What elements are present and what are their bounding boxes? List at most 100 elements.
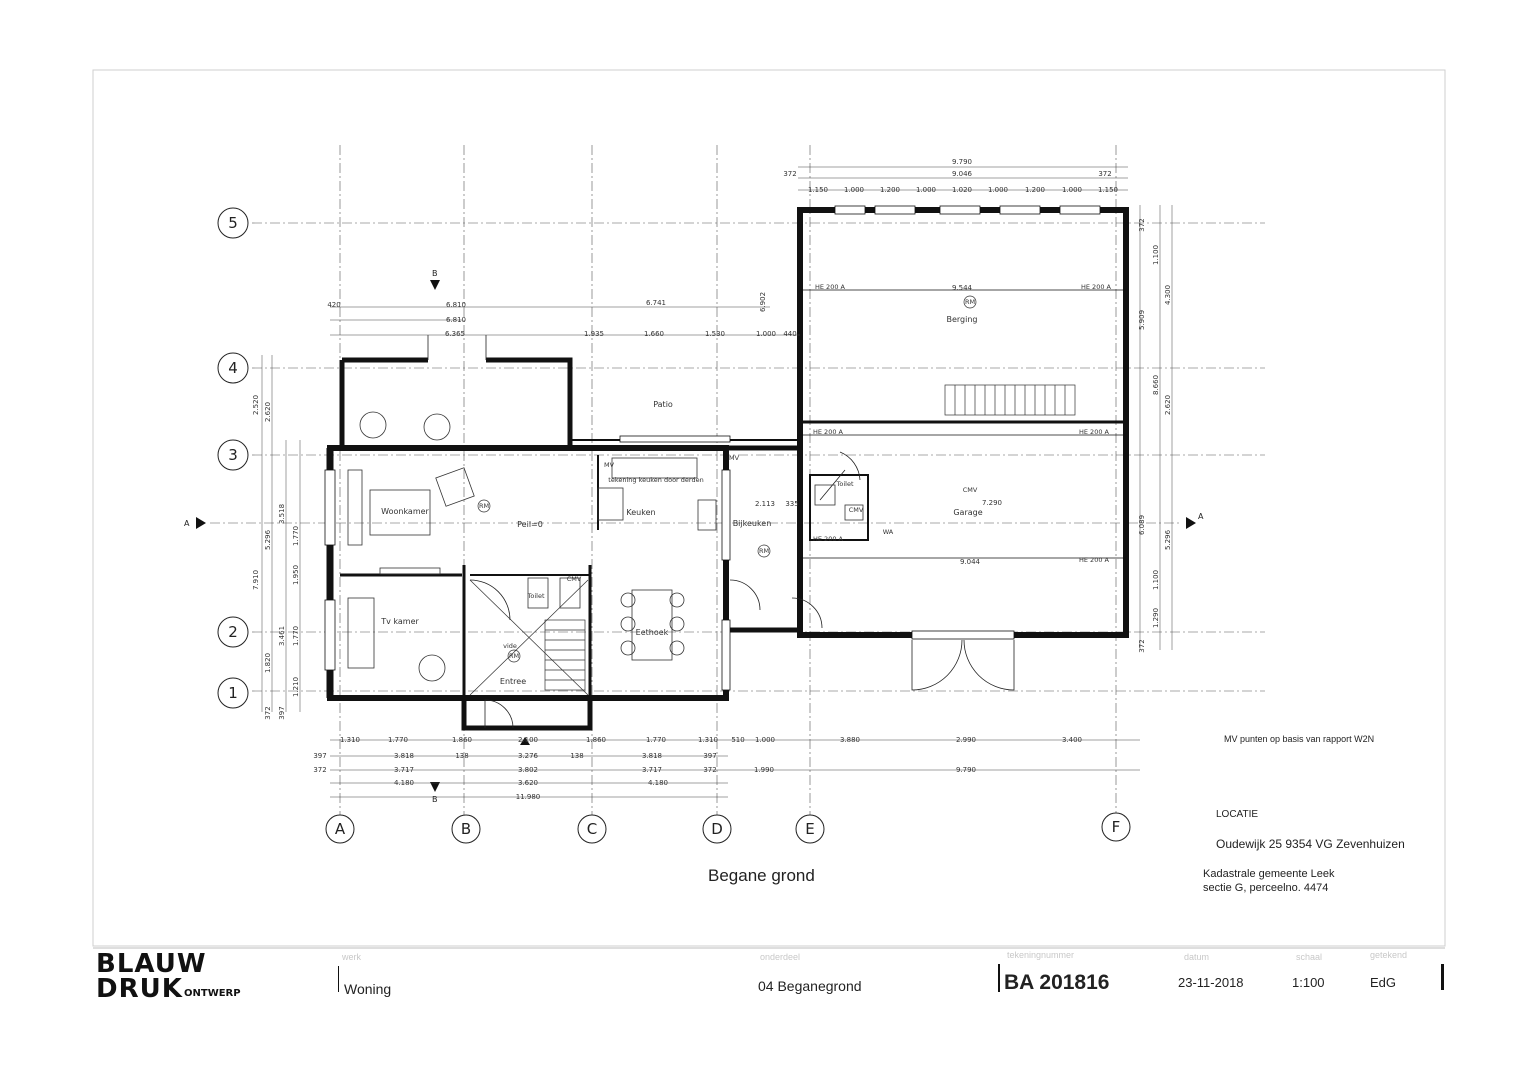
room-woonkamer: Woonkamer bbox=[381, 507, 429, 516]
getekend-value: EdG bbox=[1370, 975, 1397, 990]
mv-note: MV punten op basis van rapport W2N bbox=[1224, 734, 1375, 744]
svg-text:1.770: 1.770 bbox=[292, 526, 300, 546]
dimension-lines-bottom bbox=[330, 739, 1140, 798]
grid-row-2: 2 bbox=[228, 623, 238, 641]
section-marks: A A B B bbox=[184, 269, 1204, 804]
svg-text:6.089: 6.089 bbox=[1138, 515, 1146, 535]
room-vide: vide bbox=[503, 642, 517, 650]
garage-doors bbox=[427, 335, 1015, 729]
svg-text:2.990: 2.990 bbox=[956, 736, 976, 744]
svg-text:1.770: 1.770 bbox=[292, 626, 300, 646]
company-logo: BLAUW DRUK ONTWERP bbox=[96, 950, 241, 998]
svg-text:1.950: 1.950 bbox=[292, 565, 300, 585]
svg-text:9.544: 9.544 bbox=[952, 284, 973, 292]
werk-caption: werk bbox=[342, 952, 362, 962]
label-cmv-house: CMV bbox=[567, 575, 582, 583]
svg-text:440: 440 bbox=[783, 330, 796, 338]
furniture bbox=[347, 411, 864, 682]
grid-col-a: A bbox=[335, 820, 346, 838]
location-address: Oudewijk 25 9354 VG Zevenhuizen bbox=[1216, 837, 1405, 851]
svg-text:372: 372 bbox=[703, 766, 716, 774]
room-peil: Peil=0 bbox=[517, 520, 543, 529]
svg-text:4.300: 4.300 bbox=[1164, 285, 1172, 305]
room-entree: Entree bbox=[500, 677, 526, 686]
room-patio: Patio bbox=[653, 400, 673, 409]
dimension-text-left: 2.520 2.620 5.296 7.910 3.518 1.770 1.95… bbox=[252, 395, 300, 720]
svg-text:1.770: 1.770 bbox=[646, 736, 666, 744]
room-keuken: Keuken bbox=[626, 508, 655, 517]
svg-text:2.520: 2.520 bbox=[252, 395, 260, 415]
title-block: BLAUW DRUK ONTWERP werk Woning onderdeel… bbox=[92, 944, 1447, 1004]
room-toilet-garage: Toilet bbox=[835, 480, 853, 488]
dimension-lines-right bbox=[1139, 205, 1173, 650]
svg-text:1.860: 1.860 bbox=[586, 736, 606, 744]
svg-text:B: B bbox=[432, 795, 438, 804]
location-heading: LOCATIE bbox=[1216, 809, 1259, 820]
svg-text:HE 200 A: HE 200 A bbox=[1081, 283, 1112, 291]
svg-text:3.818: 3.818 bbox=[394, 752, 414, 760]
room-bijkeuken: Bijkeuken bbox=[733, 519, 772, 528]
svg-text:1.000: 1.000 bbox=[756, 330, 776, 338]
svg-text:1.530: 1.530 bbox=[705, 330, 725, 338]
svg-text:7.910: 7.910 bbox=[252, 570, 260, 590]
svg-text:510: 510 bbox=[731, 736, 744, 744]
schaal-value: 1:100 bbox=[1292, 975, 1325, 990]
label-mv-kitchen: MV bbox=[604, 461, 615, 469]
svg-text:5.296: 5.296 bbox=[264, 529, 272, 550]
datum-caption: datum bbox=[1184, 952, 1210, 962]
svg-text:1.000: 1.000 bbox=[988, 186, 1008, 194]
dimension-lines-left bbox=[261, 355, 301, 712]
svg-text:372: 372 bbox=[264, 706, 272, 719]
svg-text:B: B bbox=[432, 269, 438, 278]
svg-text:7.290: 7.290 bbox=[982, 499, 1002, 507]
svg-text:2.620: 2.620 bbox=[1164, 395, 1172, 415]
beam-labels: HE 200 A HE 200 A HE 200 A HE 200 A HE 2… bbox=[813, 283, 1112, 564]
svg-text:1.210: 1.210 bbox=[292, 677, 300, 697]
grid-column-markers: A B C D E F bbox=[325, 812, 1131, 844]
svg-text:1.100: 1.100 bbox=[1152, 245, 1160, 265]
svg-text:1.990: 1.990 bbox=[754, 766, 774, 774]
svg-text:138: 138 bbox=[570, 752, 583, 760]
werk-divider bbox=[338, 966, 339, 992]
rm-markers bbox=[477, 295, 977, 663]
onderdeel-caption: onderdeel bbox=[760, 952, 801, 962]
grid-col-f: F bbox=[1112, 818, 1121, 836]
rm-labels: RM RM RM RM bbox=[479, 298, 975, 660]
svg-text:1.770: 1.770 bbox=[388, 736, 408, 744]
svg-text:HE 200 A: HE 200 A bbox=[1079, 556, 1110, 564]
dimension-text-right: 372 1.100 4.300 5.909 8.660 2.620 6.089 … bbox=[1138, 218, 1172, 652]
room-wa: WA bbox=[883, 528, 894, 536]
svg-text:A: A bbox=[184, 519, 190, 528]
svg-text:1.150: 1.150 bbox=[808, 186, 828, 194]
svg-text:1.000: 1.000 bbox=[1062, 186, 1082, 194]
svg-text:1.660: 1.660 bbox=[644, 330, 664, 338]
svg-text:1.000: 1.000 bbox=[755, 736, 775, 744]
svg-text:RM: RM bbox=[479, 502, 489, 510]
onderdeel-value: 04 Beganegrond bbox=[758, 978, 862, 994]
label-keuken-note: tekening keuken door derden bbox=[608, 476, 703, 484]
werk-value: Woning bbox=[344, 981, 392, 997]
svg-text:1.020: 1.020 bbox=[952, 186, 972, 194]
svg-text:1.200: 1.200 bbox=[880, 186, 900, 194]
svg-text:372: 372 bbox=[783, 170, 796, 178]
svg-text:3.518: 3.518 bbox=[278, 504, 286, 524]
svg-text:4.180: 4.180 bbox=[394, 779, 414, 787]
svg-text:DRUK: DRUK bbox=[96, 974, 183, 998]
svg-text:5.909: 5.909 bbox=[1138, 310, 1146, 330]
svg-text:5.296: 5.296 bbox=[1164, 529, 1172, 550]
drawing-title: Begane grond bbox=[708, 866, 815, 885]
svg-text:HE 200 A: HE 200 A bbox=[1079, 428, 1110, 436]
svg-text:6.810: 6.810 bbox=[446, 301, 466, 309]
grid-col-e: E bbox=[805, 820, 814, 838]
svg-text:1.100: 1.100 bbox=[1152, 570, 1160, 590]
stairs-garage bbox=[944, 384, 1076, 416]
svg-text:3.802: 3.802 bbox=[518, 766, 538, 774]
svg-text:2.113: 2.113 bbox=[755, 500, 775, 508]
tekeningnummer-value: BA 201816 bbox=[1004, 971, 1110, 994]
svg-text:1.150: 1.150 bbox=[1098, 186, 1118, 194]
room-eethoek: Eethoek bbox=[636, 628, 669, 637]
room-berging: Berging bbox=[946, 315, 977, 324]
room-toilet-house: Toilet bbox=[526, 592, 544, 600]
grid-col-b: B bbox=[461, 820, 471, 838]
